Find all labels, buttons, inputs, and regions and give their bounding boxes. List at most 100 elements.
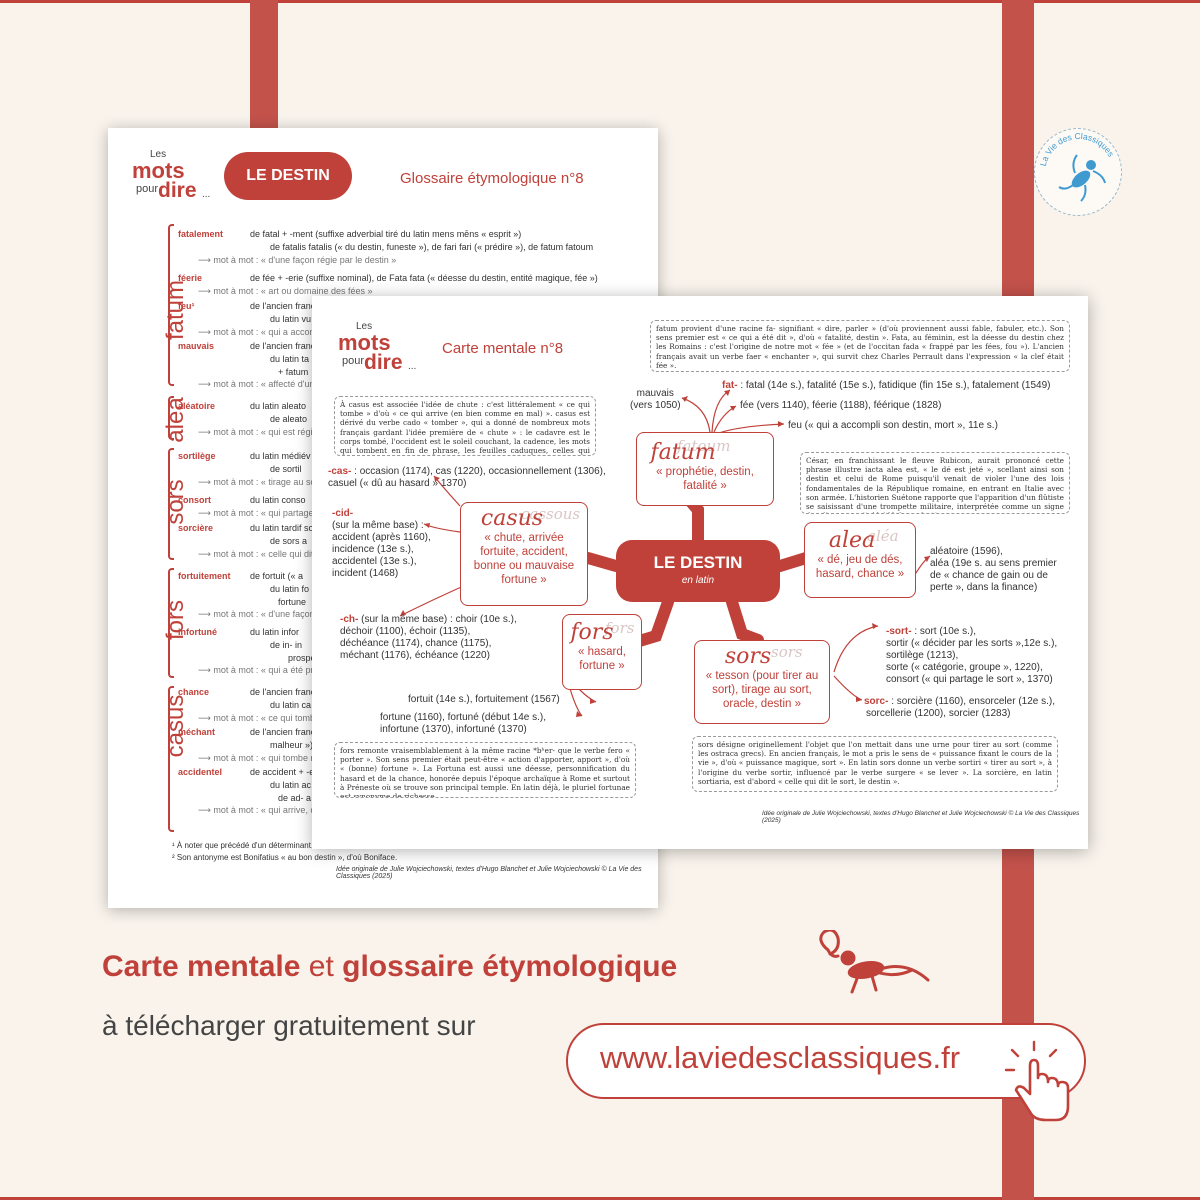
node-name: fatum: [650, 440, 716, 465]
root-label: -cas-: [328, 466, 352, 477]
derived-list: : sort (10e s.),: [914, 626, 977, 637]
entry-headword: infortuné: [178, 627, 217, 637]
trunk-sors: [726, 596, 764, 646]
node-sors: sors sors « tesson (pour tirer au sort),…: [694, 640, 830, 724]
entry-literal: ⟶ mot à mot : « celle qui dit le so: [198, 549, 335, 559]
entry-headword: chance: [178, 687, 210, 697]
derived-date: (vers 1050): [630, 400, 681, 411]
derived-word: mauvais: [636, 388, 674, 399]
mindmap-connectors: [399, 389, 931, 717]
entry-definition: de l'ancien franç: [250, 727, 316, 737]
derived-fortuit: fortuit (14e s.), fortuitement (1567): [408, 694, 560, 705]
glossary-entry: consort du latin conso ⟶ mot à mot : « q…: [178, 494, 648, 522]
promo-glossary: glossaire étymologique: [342, 950, 678, 983]
trunk-fors: [630, 596, 674, 648]
root-label: -ch-: [340, 614, 359, 625]
node-pronunciation: sors: [771, 643, 803, 661]
mindmap-credit: Idée originale de Julie Wojciechowski, t…: [762, 810, 1080, 824]
derived-list: accident (après 1160),: [332, 532, 431, 543]
entry-literal: ⟶ mot à mot : « affecté d'un mau: [198, 379, 335, 389]
entry-literal: ⟶ mot à mot : « qui tombe mal, q: [198, 753, 335, 763]
node-gloss: « prophétie, destin, fatalité »: [656, 466, 754, 492]
entry-headword: féerie: [178, 273, 203, 283]
entry-definition: + fatum: [278, 367, 309, 377]
derived-list: incident (1468): [332, 568, 399, 579]
derived-list: perte », dans la finance): [930, 582, 1038, 593]
promo-subline: à télécharger gratuitement sur: [102, 1010, 476, 1041]
entry-literal: ⟶ mot à mot : « qui a été privé de: [198, 665, 338, 675]
derived-alea: aléatoire (1596), aléa (19e s. au sens p…: [930, 546, 1057, 594]
logo-dots: ...: [408, 361, 417, 372]
fors-text-box: fors remonte vraisemblablement à la même…: [334, 742, 636, 798]
node-name: sors: [724, 644, 772, 669]
node-fors: fors fors « hasard, fortune »: [562, 614, 642, 690]
derived-list: aléatoire (1596),: [930, 546, 1003, 557]
glossary-entry: sorcière du latin tardif so de sors a ⟶ …: [178, 522, 648, 562]
entry-definition: prospére: [288, 653, 324, 663]
entry-definition: de accident + -e: [250, 767, 315, 777]
derived-cas: -cas- : occasion (1174), cas (1220), occ…: [328, 466, 606, 490]
node-alea: aléa alea « dé, jeu de dés, hasard, chan…: [804, 522, 916, 598]
glossary-entry: accidentel de accident + -e du latin ac …: [178, 766, 648, 832]
derived-list: : occasion (1174), cas (1220), occasionn…: [354, 466, 606, 477]
derived-list: casuel (« dû au hasard » 1370): [328, 478, 467, 489]
seal-text: La Vie des Classiques: [1038, 131, 1116, 167]
seal-graphic: La Vie des Classiques: [1038, 131, 1116, 202]
ribbon-left: [250, 0, 278, 150]
derived-feu: feu (« qui a accompli son destin, mort »…: [788, 420, 998, 431]
glossary-entry: méchant de l'ancien franç malheur »), de…: [178, 726, 648, 766]
derived-fortune: fortune (1160), fortuné (début 14e s.), …: [380, 712, 546, 736]
entry-definition: du latin infor: [250, 627, 300, 637]
derived-list: (sur la même base) : choir (10e s.),: [361, 614, 517, 625]
group-bracket: [168, 568, 174, 678]
entry-headword: sortilège: [178, 451, 216, 461]
entry-definition: du latin vu: [270, 314, 312, 324]
group-bracket: [168, 686, 174, 832]
casus-text-box: À casus est associée l'idée de chute : c…: [334, 396, 596, 456]
derived-list: méchant (1176), échéance (1220): [340, 650, 490, 661]
derived-mauvais: mauvais (vers 1050): [630, 388, 681, 412]
logo-mots: mots: [338, 330, 391, 355]
entry-headword: mauvais: [178, 341, 215, 351]
center-subtitle: en latin: [681, 575, 715, 586]
root-label: fat-: [722, 380, 738, 391]
entry-headword: aléatoire: [178, 401, 216, 411]
derived-sorc: sorc- : sorcière (1160), ensorceler (12e…: [864, 696, 1055, 720]
entry-headword: fatalement: [178, 229, 224, 239]
branch-sorc: [833, 675, 863, 701]
group-bracket: [168, 396, 174, 440]
logo-pour: pour: [342, 355, 365, 367]
entry-headword: consort: [178, 495, 212, 505]
promo-headline: Carte mentale et glossaire étymologique: [102, 950, 677, 984]
logo-dire: dire: [364, 351, 403, 374]
derived-ch: -ch- (sur la même base) : choir (10e s.)…: [340, 614, 517, 662]
branch-fat: [711, 389, 731, 433]
entry-definition: du latin ca: [270, 700, 312, 710]
logo-dots: ...: [202, 189, 211, 200]
glossary-entry: fatalement de fatal + -ment (suffixe adv…: [178, 228, 648, 268]
sors-text-box: sors désigne originellement l'objet que …: [692, 736, 1058, 792]
center-node: LE DESTIN en latin: [616, 540, 780, 602]
url-link-button[interactable]: [566, 1023, 1086, 1099]
derived-list: fortune (1160), fortuné (début 14e s.),: [380, 712, 547, 723]
top-border: [0, 0, 1200, 3]
node-fatum: fatoum fatum « prophétie, destin, fatali…: [636, 432, 774, 506]
logo-dire: dire: [158, 179, 197, 202]
entry-literal: ⟶ mot à mot : « d'une façon régie: [198, 609, 338, 619]
entry-definition: du latin conso: [250, 495, 306, 505]
node-gloss: « hasard, fortune »: [578, 646, 626, 672]
footnote: ¹ À noter que précédé d'un déterminant, …: [172, 841, 356, 850]
entry-literal: ⟶ mot à mot : « tirage au sort »: [198, 477, 329, 487]
entry-definition: de aleato: [270, 414, 308, 424]
derived-list: sorcellerie (1200), sorcier (1283): [866, 708, 1011, 719]
url-link-text[interactable]: www.laviedesclassiques.fr: [600, 1040, 961, 1075]
glossary-notes: ¹ À noter que précédé d'un déterminant, …: [172, 840, 397, 864]
derived-list: déchéance (1174), chance (1175),: [340, 638, 492, 649]
derived-fee: fée (vers 1140), féerie (1188), féérique…: [740, 400, 942, 411]
entry-headword: fortuitement: [178, 571, 231, 581]
derived-list: sortilège (1213),: [886, 650, 959, 661]
glossary-entry: infortuné du latin infor de in- in prosp…: [178, 626, 648, 678]
glossary-entry: chance de l'ancien franç du latin ca ⟶ m…: [178, 686, 648, 726]
glossary-entry: mauvais de l'ancien franç du latin ta + …: [178, 340, 648, 390]
mindmap-sheet: Les mots pour dire ... Carte mentale n°8…: [312, 296, 1088, 849]
